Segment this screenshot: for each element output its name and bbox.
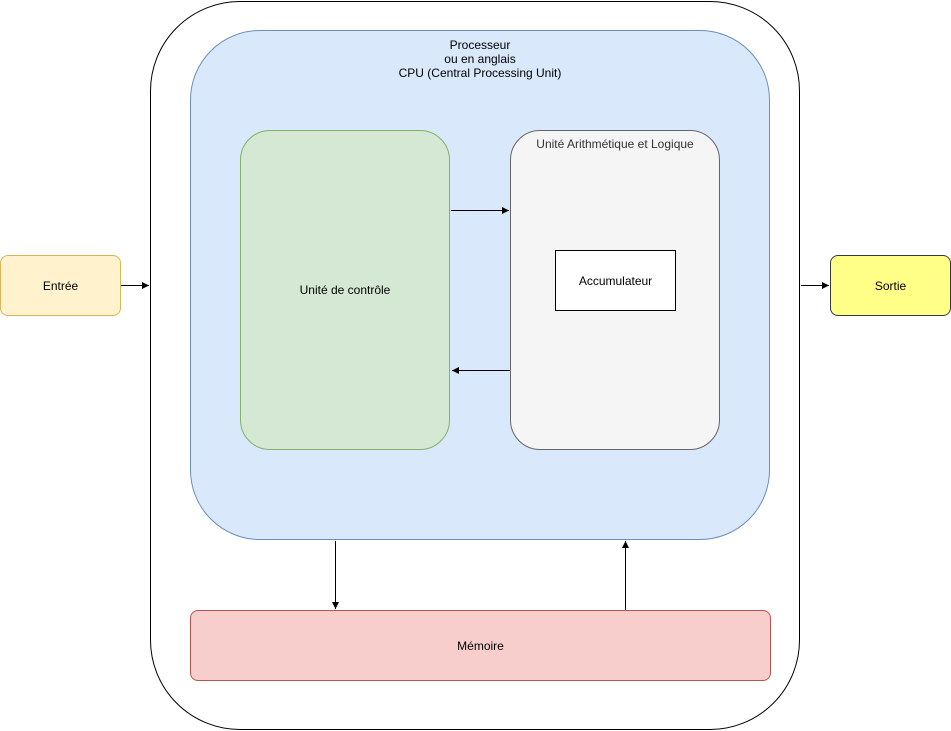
alu-label: Unité Arithmétique et Logique [536,137,694,151]
output-label: Sortie [874,278,907,293]
output-box[interactable]: Sortie [830,255,951,316]
input-box[interactable]: Entrée [0,255,121,316]
control-unit-label: Unité de contrôle [299,283,391,297]
input-label: Entrée [42,278,79,293]
accumulator-box[interactable]: Accumulateur [555,250,676,311]
memory-box[interactable]: Mémoire [190,610,771,681]
processor-title: Processeur ou en anglais CPU (Central Pr… [191,38,769,80]
processor-title-line-1: Processeur [449,38,511,52]
accumulator-label: Accumulateur [578,273,653,288]
processor-title-line-3: CPU (Central Processing Unit) [398,66,562,80]
memory-label: Mémoire [457,638,504,653]
processor-title-line-2: ou en anglais [444,52,516,66]
control-unit-box[interactable]: Unité de contrôle [240,130,450,450]
